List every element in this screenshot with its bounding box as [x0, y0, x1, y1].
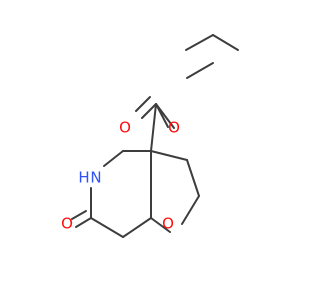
bond-layer — [71, 34, 239, 238]
bond-carbonyl-c-o-single — [155, 103, 169, 128]
bond-ester-c-c3a — [150, 103, 157, 152]
bond-c4-n5 — [103, 150, 124, 167]
atom-label-layer: O O O O N H — [61, 119, 180, 233]
bond-carbonyl-c-o-double-b — [135, 96, 151, 112]
molecule-diagram: O O O O N H — [61, 34, 239, 238]
bond-c3-c2 — [186, 159, 200, 197]
bond-ethyl-ch2-o — [212, 34, 239, 51]
bond-o1-c7a — [150, 217, 171, 233]
atom-carbonyl-oxygen: O — [119, 119, 131, 137]
bond-c7-c7a — [122, 217, 152, 238]
atom-nitrogen-hydrogen: H — [78, 169, 89, 187]
bond-c3a-c3 — [150, 150, 188, 161]
atom-ester-oxygen: O — [168, 119, 180, 137]
bond-lactam-double-a — [75, 217, 92, 228]
atom-lactam-oxygen: O — [61, 215, 73, 233]
bond-ester-o-ch2 — [186, 62, 214, 79]
structure-canvas: O O O O N H — [61, 34, 239, 238]
atom-nitrogen: N — [90, 169, 101, 187]
bond-c2-o1 — [181, 195, 200, 225]
atom-ring-oxygen: O — [162, 215, 174, 233]
bond-carbonyl-c-o-double-a — [141, 103, 157, 119]
bond-lactam-double-b — [71, 210, 87, 220]
bond-ethyl-ch3-ch2 — [185, 34, 214, 51]
bond-c6-c7 — [90, 217, 124, 238]
